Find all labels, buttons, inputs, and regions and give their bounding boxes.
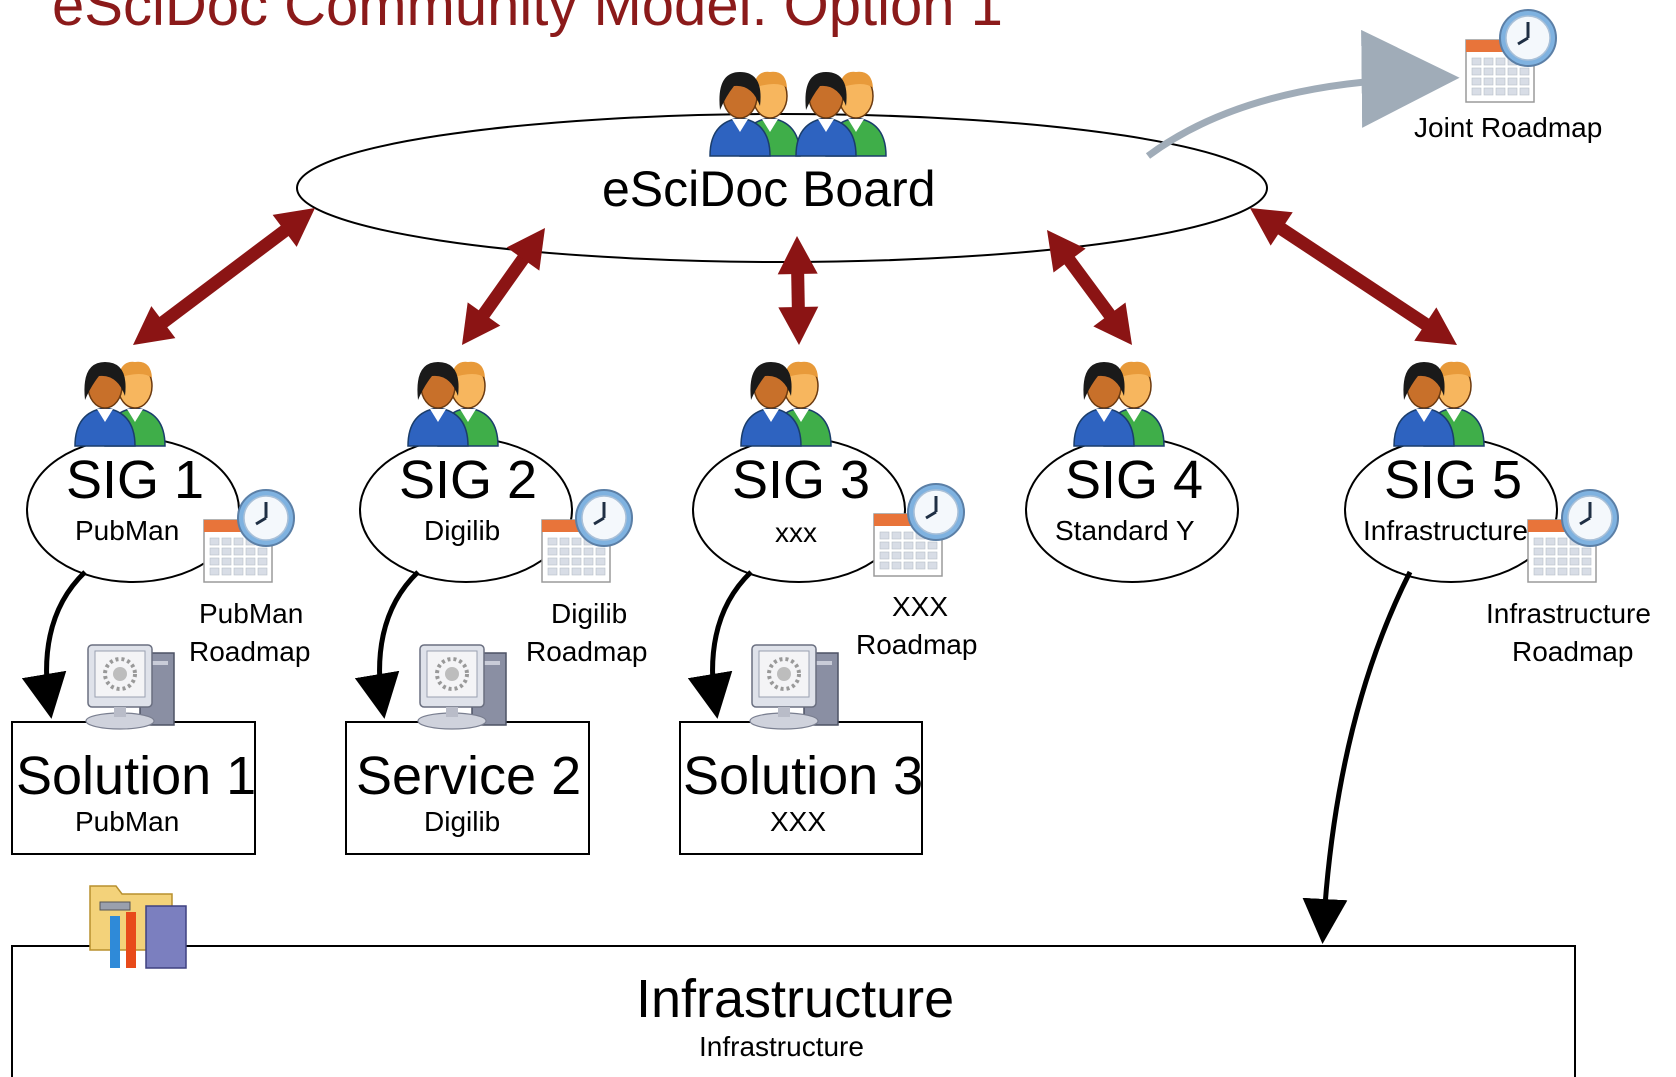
calendar-clock-icon <box>1465 9 1557 103</box>
people-icon <box>709 71 801 157</box>
sig-1-sub: PubMan <box>75 515 180 546</box>
board-label: eSciDoc Board <box>602 161 936 217</box>
sig-5-name: SIG 5 <box>1384 450 1523 510</box>
board-to-joint-roadmap-arrow <box>1145 29 1460 159</box>
calendar-clock-icon <box>1527 489 1619 583</box>
computer-icon <box>417 644 507 730</box>
tools-folder-icon <box>89 885 187 969</box>
solution-2-sub: Digilib <box>424 806 501 837</box>
joint-roadmap-label: Joint Roadmap <box>1414 112 1603 143</box>
solution-3-sub: XXX <box>770 806 827 837</box>
sig-5-roadmap-line1: Infrastructure <box>1486 598 1651 629</box>
solution-1-sub: PubMan <box>75 806 180 837</box>
board-ellipse <box>296 113 1268 263</box>
sig-1-board-arrow <box>133 208 315 345</box>
people-icon <box>740 361 832 447</box>
sig-3-roadmap-line1: XXX <box>892 591 949 622</box>
computer-icon <box>749 644 839 730</box>
sig-1-to-solution-arrow <box>21 570 87 719</box>
infrastructure-box <box>11 945 1576 1077</box>
computer-icon <box>85 644 175 730</box>
sig-5-board-arrow <box>1250 208 1457 345</box>
infrastructure-name: Infrastructure <box>636 969 955 1029</box>
solution-3-name: Solution 3 <box>683 746 924 806</box>
sig-3-name: SIG 3 <box>732 450 871 510</box>
solution-1-name: Solution 1 <box>16 746 257 806</box>
people-icon <box>1073 361 1165 447</box>
sig-2-to-solution-arrow <box>354 570 420 719</box>
sig-2-name: SIG 2 <box>399 450 538 510</box>
sig-3-sub: xxx <box>775 517 817 548</box>
sig-4-sub: Standard Y <box>1055 515 1195 546</box>
calendar-clock-icon <box>873 483 965 577</box>
sig-3-roadmap-line2: Roadmap <box>856 629 978 660</box>
people-icon <box>1393 361 1485 447</box>
board-sig-arrows <box>133 208 1457 345</box>
people-icon <box>74 361 166 447</box>
sig-5-to-infrastructure-arrow <box>1302 570 1413 944</box>
sig-4-board-arrow <box>1047 230 1132 345</box>
people-icon <box>795 71 887 157</box>
sig-1-name: SIG 1 <box>66 450 205 510</box>
sig-3-board-arrow <box>777 236 819 345</box>
people-icon <box>407 361 499 447</box>
solution-2-name: Service 2 <box>356 746 582 806</box>
sig-3-to-solution-arrow <box>687 570 753 719</box>
sig-5-sub: Infrastructure <box>1363 515 1528 546</box>
slide-title: eSciDoc Community Model: Option 1 <box>52 0 1003 38</box>
sig-2-board-arrow <box>462 228 545 345</box>
sig-2-roadmap-line1: Digilib <box>551 598 628 629</box>
sig-5-roadmap-line2: Roadmap <box>1512 636 1634 667</box>
calendar-clock-icon <box>541 489 633 583</box>
calendar-clock-icon <box>203 489 295 583</box>
sig-1-roadmap-line2: Roadmap <box>189 636 311 667</box>
sig-2-sub: Digilib <box>424 515 501 546</box>
sig-2-roadmap-line2: Roadmap <box>526 636 648 667</box>
infrastructure-sub: Infrastructure <box>699 1031 864 1062</box>
solution-1-box <box>11 721 256 855</box>
sig-4-name: SIG 4 <box>1065 450 1204 510</box>
sig-1-roadmap-line1: PubMan <box>199 598 304 629</box>
solution-3-box <box>679 721 923 855</box>
solution-2-box <box>345 721 590 855</box>
